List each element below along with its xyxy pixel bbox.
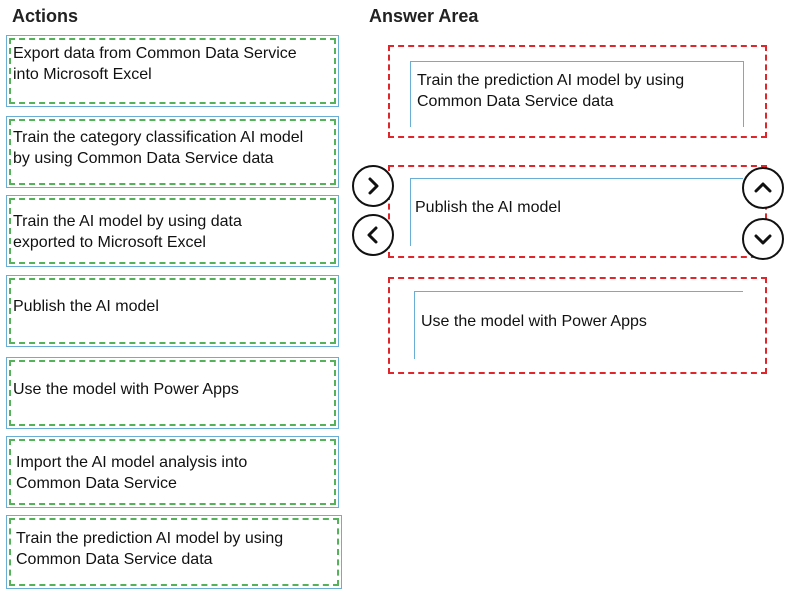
action-item-use-power-apps[interactable]: Use the model with Power Apps — [6, 357, 339, 429]
action-item-text: Use the model with Power Apps — [13, 381, 239, 398]
action-item-train-model-excel[interactable]: Train the AI model by using data exporte… — [6, 195, 339, 267]
action-item-import-analysis[interactable]: Import the AI model analysis into Common… — [6, 436, 339, 508]
move-left-button[interactable] — [352, 214, 394, 256]
action-item-text: Publish the AI model — [13, 298, 159, 315]
action-item-text: Train the category classification AI mod… — [13, 129, 304, 167]
answer-slot-3[interactable] — [388, 277, 767, 374]
answer-item-publish-model[interactable]: Publish the AI model — [410, 178, 743, 246]
answer-slot-2[interactable] — [388, 165, 767, 258]
move-down-button[interactable] — [742, 218, 784, 260]
chevron-up-icon — [754, 182, 772, 193]
chevron-down-icon — [754, 234, 772, 245]
answer-area-heading: Answer Area — [369, 6, 479, 26]
chevron-left-icon — [367, 226, 378, 244]
actions-heading: Actions — [12, 6, 79, 26]
answer-item-train-prediction-model[interactable]: Train the prediction AI model by using C… — [410, 61, 744, 127]
move-right-button[interactable] — [352, 165, 394, 207]
action-item-text: Train the prediction AI model by using C… — [16, 530, 284, 568]
action-item-text: Import the AI model analysis into Common… — [16, 454, 248, 492]
action-item-publish-model[interactable]: Publish the AI model — [6, 275, 339, 347]
action-item-export-data[interactable]: Export data from Common Data Service int… — [6, 35, 339, 107]
move-up-button[interactable] — [742, 167, 784, 209]
answer-item-use-power-apps[interactable]: Use the model with Power Apps — [414, 291, 743, 359]
action-item-train-category-model[interactable]: Train the category classification AI mod… — [6, 116, 339, 188]
action-item-text: Export data from Common Data Service int… — [13, 45, 297, 83]
answer-slot-1[interactable] — [388, 45, 767, 138]
action-item-text: Train the AI model by using data exporte… — [13, 213, 242, 251]
chevron-right-icon — [368, 177, 379, 195]
action-item-train-prediction-model[interactable]: Train the prediction AI model by using C… — [6, 515, 342, 589]
